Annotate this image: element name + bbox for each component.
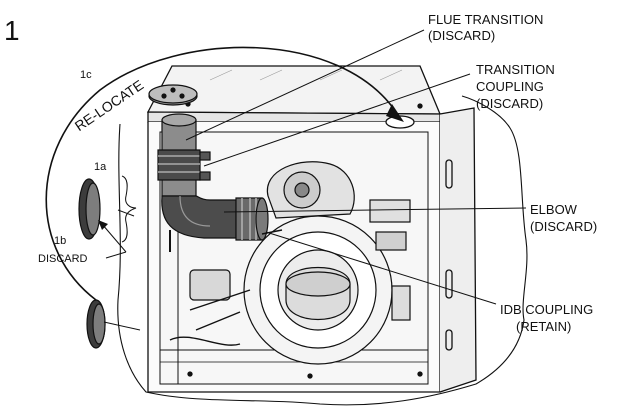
plug-1a xyxy=(78,178,101,240)
relocate-arc xyxy=(45,46,397,301)
callout-1b: 1b xyxy=(54,235,66,247)
elbow xyxy=(161,195,237,252)
callout-1a: 1a xyxy=(94,161,107,173)
leader-lines xyxy=(101,29,527,331)
transition-coupling-label: TRANSITION COUPLING (DISCARD) xyxy=(476,62,558,111)
discard-arrowhead xyxy=(98,220,108,230)
idb-coupling-label: IDB COUPLING (RETAIN) xyxy=(500,302,597,334)
figure-number: 1 xyxy=(4,15,20,46)
elbow-label: ELBOW (DISCARD) xyxy=(530,202,597,234)
plug-relocated xyxy=(86,299,106,349)
idb-coupling xyxy=(235,197,283,241)
relocate-arrowhead xyxy=(386,104,404,122)
transition-coupling xyxy=(157,149,211,181)
brace-1a xyxy=(121,175,137,243)
discard-label: DISCARD xyxy=(38,253,88,265)
flue-transition-label: FLUE TRANSITION (DISCARD) xyxy=(428,12,547,43)
cutaway-outline xyxy=(117,95,528,406)
callout-1c: 1c xyxy=(80,69,92,81)
blower-assembly xyxy=(169,161,411,365)
